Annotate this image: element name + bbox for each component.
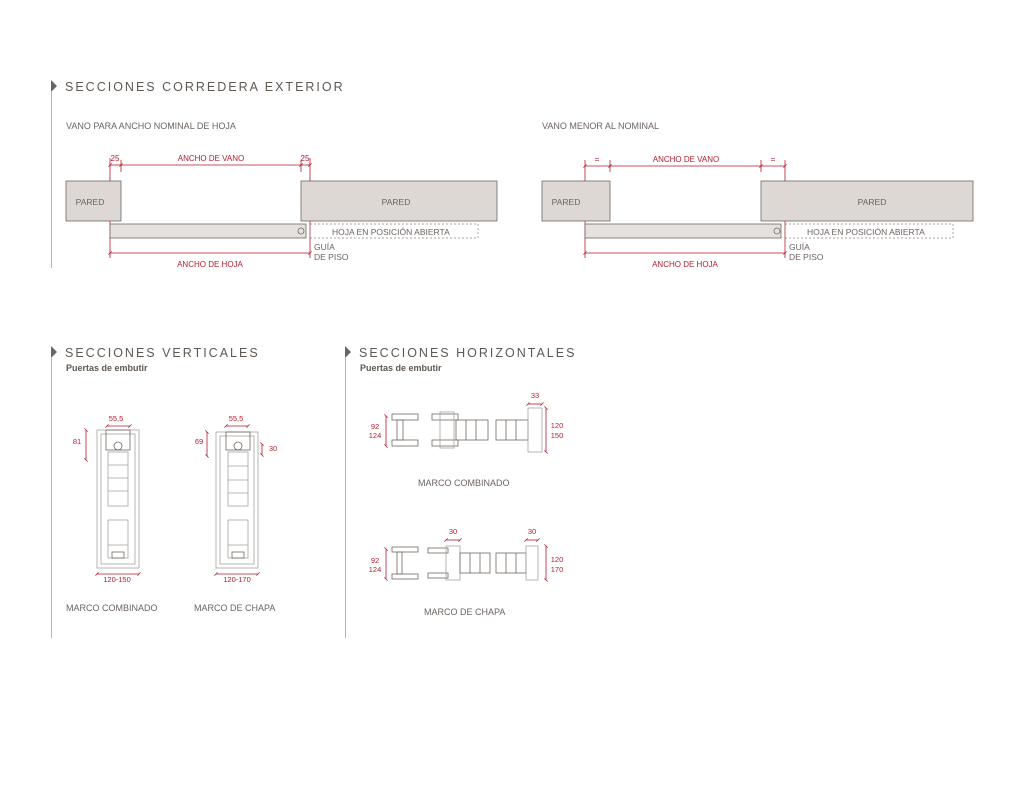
dim-right-25: 25 — [301, 154, 310, 163]
dim-opening-width: ANCHO DE VANO — [178, 154, 245, 163]
horizontal-sheet-frame: 92 124 30 30 120 170 MARCO DE CHAPA — [369, 527, 564, 617]
section-sliding-exterior: SECCIONES CORREDERA EXTERIOR VANO PARA A… — [51, 80, 974, 269]
wall-left-label-2: PARED — [552, 197, 581, 207]
dim-s-top-left: 30 — [449, 527, 457, 536]
guide-label-2-1: GUÍA — [789, 242, 810, 252]
caption-horizontal-combined: MARCO COMBINADO — [418, 478, 510, 488]
wall-right-label-2: PARED — [858, 197, 887, 207]
dim-s-right-bottom: 170 — [551, 565, 564, 574]
section-horizontal: SECCIONES HORIZONTALES Puertas de embuti… — [345, 346, 576, 638]
dim-left-25: 25 — [111, 154, 120, 163]
dim-h-top-33: 33 — [531, 391, 539, 400]
caption-vertical-combined: MARCO COMBINADO — [66, 603, 158, 613]
wall-right-2 — [760, 180, 974, 222]
dim-h-right-bottom: 150 — [551, 431, 564, 440]
dim-bottom-width-2: 120-170 — [223, 575, 251, 584]
dim-height-2: 69 — [195, 437, 203, 446]
wall-right-label: PARED — [382, 197, 411, 207]
dim-height: 81 — [73, 437, 81, 446]
floor-guide-icon — [297, 227, 305, 235]
dim-side-30: 30 — [269, 444, 277, 453]
drawing-reduced-opening: VANO MENOR AL NOMINAL = ANCHO DE VANO = … — [541, 121, 974, 269]
caption-vertical-sheet: MARCO DE CHAPA — [194, 603, 275, 613]
dim-h-left-top: 92 — [371, 422, 379, 431]
dim-h-left-bottom: 124 — [369, 431, 382, 440]
guide-label-1: GUÍA — [314, 242, 335, 252]
section-vertical: SECCIONES VERTICALES Puertas de embutir … — [51, 346, 277, 638]
guide-label-2-2: DE PISO — [789, 252, 824, 262]
leaf-open-label-2: HOJA EN POSICIÓN ABIERTA — [807, 227, 925, 237]
floor-guide-icon-2 — [773, 227, 781, 235]
section-title-vertical: SECCIONES VERTICALES — [65, 346, 260, 360]
dim-s-left-top: 92 — [371, 556, 379, 565]
leaf-open-label: HOJA EN POSICIÓN ABIERTA — [332, 227, 450, 237]
section-title-sliding: SECCIONES CORREDERA EXTERIOR — [65, 80, 345, 94]
vertical-sheet-frame: 55,5 69 30 120-170 MARCO DE CHAPA — [194, 414, 277, 613]
caption-reduced: VANO MENOR AL NOMINAL — [542, 121, 659, 131]
dim-left-equal: = — [595, 155, 600, 164]
leaf-open-position — [309, 223, 479, 239]
horizontal-combined-frame: 92 124 33 120 150 MARCO COMBINADO — [369, 391, 564, 488]
section-marker-icon — [51, 80, 57, 92]
dim-right-equal: = — [771, 155, 776, 164]
caption-nominal: VANO PARA ANCHO NOMINAL DE HOJA — [66, 121, 236, 131]
guide-label-2: DE PISO — [314, 252, 349, 262]
door-leaf-2 — [584, 223, 782, 239]
section-subtitle-horizontal: Puertas de embutir — [360, 363, 442, 373]
section-subtitle-vertical: Puertas de embutir — [66, 363, 148, 373]
dim-bottom-width: 120-150 — [103, 575, 131, 584]
door-leaf — [109, 223, 307, 239]
wall-left-label: PARED — [76, 197, 105, 207]
dim-h-right-top: 120 — [551, 421, 564, 430]
section-marker-icon-3 — [345, 346, 351, 358]
dim-leaf-width-2: ANCHO DE HOJA — [652, 260, 718, 269]
wall-right — [300, 180, 498, 222]
drawing-nominal-opening: VANO PARA ANCHO NOMINAL DE HOJA 25 ANCHO… — [65, 121, 498, 269]
caption-horizontal-sheet: MARCO DE CHAPA — [424, 607, 505, 617]
section-marker-icon-2 — [51, 346, 57, 358]
dim-leaf-width: ANCHO DE HOJA — [177, 260, 243, 269]
section-title-horizontal: SECCIONES HORIZONTALES — [359, 346, 576, 360]
dim-s-left-bottom: 124 — [369, 565, 382, 574]
dim-opening-width-2: ANCHO DE VANO — [653, 155, 720, 164]
wall-left-2 — [541, 180, 611, 222]
dim-top-width: 55,5 — [109, 414, 124, 423]
dim-s-right-top: 120 — [551, 555, 564, 564]
dim-top-width-2: 55,5 — [229, 414, 244, 423]
wall-left — [65, 180, 122, 222]
vertical-combined-frame: 55,5 81 120-150 MARCO COMBINADO — [66, 414, 158, 613]
dim-s-top-right: 30 — [528, 527, 536, 536]
leaf-open-position-2 — [784, 223, 954, 239]
